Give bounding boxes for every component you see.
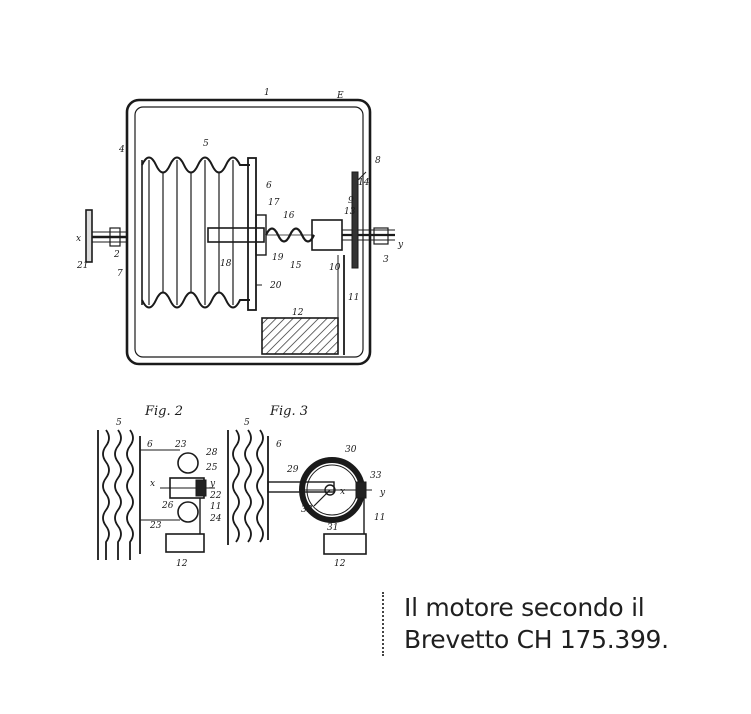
label-9: 9 bbox=[348, 196, 354, 206]
label-20: 20 bbox=[269, 281, 282, 291]
label-10: 10 bbox=[329, 263, 341, 273]
label-5: 5 bbox=[203, 139, 209, 149]
fig2-label-22: 22 bbox=[209, 491, 222, 501]
hub-3 bbox=[373, 227, 389, 245]
fig3-label-33: 33 bbox=[370, 471, 382, 481]
fig3-label-31: 31 bbox=[327, 523, 338, 533]
figure-3 bbox=[227, 429, 372, 555]
label-7: 7 bbox=[117, 269, 123, 279]
bellows-plate-6 bbox=[247, 157, 257, 311]
label-y: y bbox=[397, 240, 404, 250]
label-11: 11 bbox=[348, 293, 359, 303]
rod-18 bbox=[207, 227, 265, 243]
fig2-weight-12 bbox=[165, 533, 205, 553]
housing-inner-wall bbox=[134, 106, 364, 358]
label-15: 15 bbox=[290, 261, 302, 271]
label-16: 16 bbox=[283, 211, 295, 221]
figure-3-labels: 5 6 29 30 33 x y 32 31 11 12 bbox=[244, 418, 386, 569]
label-21: 21 bbox=[76, 261, 88, 271]
fig3-weight-12 bbox=[323, 533, 367, 555]
figure-caption: Il motore secondo il Brevetto CH 175.399… bbox=[382, 592, 734, 656]
fig2-label-y: y bbox=[209, 479, 216, 489]
label-17: 17 bbox=[268, 198, 280, 208]
fig2-roller-bottom bbox=[177, 501, 199, 523]
fig2-label-25: 25 bbox=[205, 463, 218, 473]
fig3-label-y: y bbox=[379, 488, 386, 498]
pulley-21 bbox=[85, 209, 93, 263]
fig3-label-5: 5 bbox=[244, 418, 250, 428]
label-12: 12 bbox=[292, 308, 304, 318]
fig2-label-24: 24 bbox=[209, 514, 222, 524]
label-13: 13 bbox=[344, 207, 356, 217]
weight-12 bbox=[261, 317, 339, 355]
fig3-title: Fig. 3 bbox=[269, 404, 308, 419]
caption-line-2: Brevetto CH 175.399. bbox=[404, 625, 669, 654]
fig2-label-28: 28 bbox=[205, 448, 218, 458]
fig2-label-x: x bbox=[150, 479, 155, 489]
label-8: 8 bbox=[375, 156, 381, 166]
fig2-bellows bbox=[97, 429, 134, 560]
fig2-label-23b: 23 bbox=[149, 521, 162, 531]
label-2: 2 bbox=[113, 250, 120, 260]
label-x: x bbox=[76, 234, 81, 244]
label-4: 4 bbox=[118, 145, 125, 155]
fig2-label-6: 6 bbox=[147, 440, 153, 450]
bellows-5-top bbox=[141, 156, 250, 174]
label-E: E bbox=[336, 91, 344, 101]
fig3-label-11: 11 bbox=[374, 513, 385, 523]
fig3-label-6: 6 bbox=[276, 440, 282, 450]
bellows-5-pleats bbox=[148, 160, 234, 305]
fig2-roller-top bbox=[177, 452, 199, 474]
label-1: 1 bbox=[264, 88, 270, 98]
figure-1-labels: 1 E 4 5 6 8 14 9 17 16 13 x y 2 3 21 7 1… bbox=[76, 88, 404, 318]
fig2-label-23: 23 bbox=[174, 440, 187, 450]
fig3-label-29: 29 bbox=[286, 465, 299, 475]
fig3-knob-33 bbox=[355, 481, 367, 499]
fig2-label-12: 12 bbox=[176, 559, 188, 569]
fig2-label-11: 11 bbox=[210, 502, 221, 512]
bellows-5-bottom bbox=[141, 291, 250, 309]
figure-2-labels: 5 6 23 28 25 x y 22 26 11 24 23 12 bbox=[116, 418, 222, 569]
bushing-2 bbox=[109, 227, 121, 247]
label-6: 6 bbox=[266, 181, 272, 191]
fig2-title: Fig. 2 bbox=[144, 404, 183, 419]
label-3: 3 bbox=[383, 255, 389, 265]
fig2-label-5: 5 bbox=[116, 418, 122, 428]
housing-9 bbox=[311, 219, 343, 251]
plate-8 bbox=[351, 171, 359, 269]
fig3-label-12: 12 bbox=[334, 559, 346, 569]
fig2-label-26: 26 bbox=[161, 501, 174, 511]
fig3-bellows bbox=[227, 429, 264, 545]
figure-2 bbox=[97, 429, 215, 560]
label-18: 18 bbox=[220, 259, 232, 269]
label-14: 14 bbox=[358, 178, 370, 188]
figure-1 bbox=[85, 98, 395, 366]
label-19: 19 bbox=[272, 253, 284, 263]
caption-line-1: Il motore secondo il bbox=[404, 593, 645, 622]
fig3-label-30: 30 bbox=[345, 445, 357, 455]
fig3-label-32: 32 bbox=[301, 505, 313, 515]
fig3-label-x: x bbox=[340, 487, 345, 497]
